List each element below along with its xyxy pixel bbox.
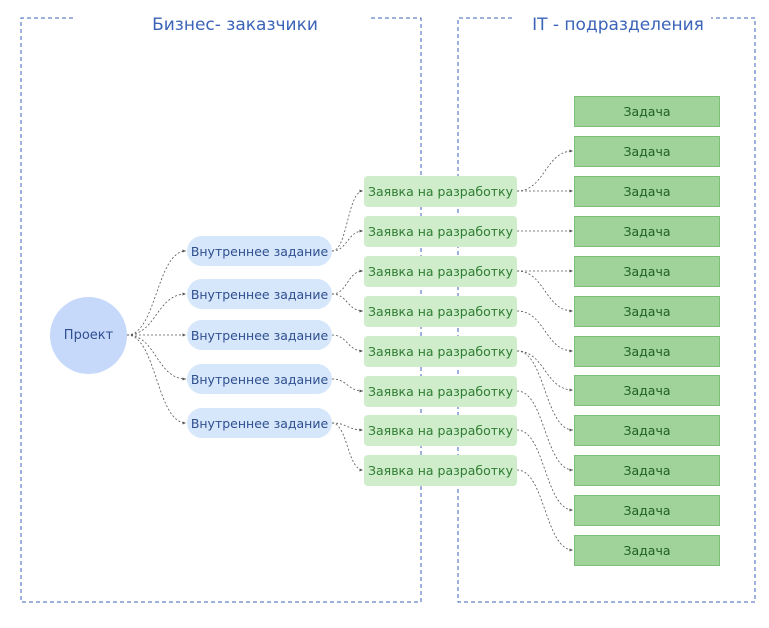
connector-arrow [331,378,364,393]
connector-arrow [126,249,187,336]
connector-arrow [126,334,187,425]
connector-arrow [331,293,364,313]
internal-task-node: Внутреннее задание [187,320,332,350]
connector-arrow [516,469,574,552]
connector-arrow [331,422,364,472]
group-title-it: IT - подразделения [525,13,711,37]
task-node: Задача [574,176,720,207]
task-node: Задача [574,256,720,287]
task-node: Задача [574,495,720,526]
task-node: Задача [574,96,720,127]
connector-arrow [331,269,364,295]
task-node: Задача [574,455,720,486]
connector-arrow [516,149,574,192]
task-node: Задача [574,136,720,167]
project-node: Проект [50,297,127,374]
connector-arrow [516,270,574,313]
internal-task-node: Внутреннее задание [187,408,332,438]
request-node: Заявка на разработку [364,415,517,446]
connector-arrow [516,350,574,392]
request-node: Заявка на разработку [364,455,517,486]
connector-arrow [126,292,187,336]
connector-arrow [126,334,187,381]
task-node: Задача [574,375,720,406]
connector-arrow [331,189,364,252]
request-node: Заявка на разработку [364,256,517,287]
connector-arrow [516,350,574,432]
group-frame-business [20,17,422,603]
task-node: Задача [574,216,720,247]
request-node: Заявка на разработку [364,296,517,327]
request-node: Заявка на разработку [364,176,517,207]
task-node: Задача [574,296,720,327]
task-node: Задача [574,336,720,367]
group-title-business: Бизнес- заказчики [138,13,332,37]
connector-arrow [331,229,364,252]
request-node: Заявка на разработку [364,336,517,367]
task-node: Задача [574,535,720,566]
connector-arrow [516,390,574,472]
group-frame-it [457,17,756,603]
internal-task-node: Внутреннее задание [187,236,332,266]
connector-arrow [516,429,574,512]
task-node: Задача [574,415,720,446]
internal-task-node: Внутреннее задание [187,364,332,394]
request-node: Заявка на разработку [364,376,517,407]
connector-arrow [331,334,364,353]
internal-task-node: Внутреннее задание [187,279,332,309]
request-node: Заявка на разработку [364,216,517,247]
connector-arrow [331,422,364,432]
connector-arrow [516,310,574,353]
